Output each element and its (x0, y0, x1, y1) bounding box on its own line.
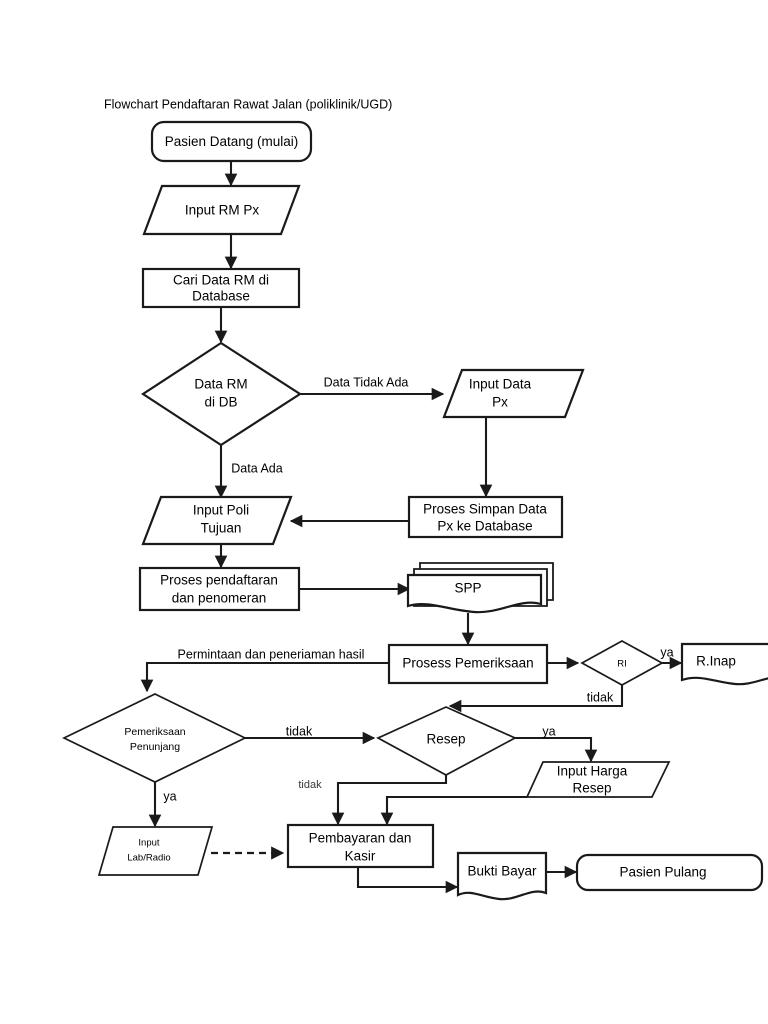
node-input-rm[interactable]: Input RM Px (142, 184, 301, 236)
node-input-poli-label-line1: Input Poli (193, 503, 249, 518)
node-pemeriksaan-penunjang[interactable]: Pemeriksaan Penunjang (62, 693, 247, 783)
page-title: Flowchart Pendaftaran Rawat Jalan (polik… (104, 97, 392, 111)
node-pasien-pulang[interactable]: Pasien Pulang (575, 853, 764, 892)
edge-label-ri-ya: ya (660, 645, 673, 659)
edge-label-penunjang-tidak: tidak (286, 724, 313, 738)
node-r-inap[interactable]: R.Inap (680, 642, 768, 686)
node-input-poli[interactable]: Input Poli Tujuan (141, 495, 293, 546)
node-input-harga-resep-label-line2: Resep (572, 781, 611, 796)
node-input-data-px-shape (442, 368, 585, 419)
node-proses-pendaftaran[interactable]: Proses pendaftaran dan penomeran (138, 566, 301, 612)
node-start-shape (150, 120, 313, 163)
node-input-data-px[interactable]: Input Data Px (442, 368, 585, 419)
node-proses-simpan-label-line1: Proses Simpan Data (423, 502, 547, 517)
node-proses-simpan[interactable]: Proses Simpan Data Px ke Database (407, 495, 564, 539)
node-data-rm-db-shape (140, 341, 303, 447)
node-spp-label: SPP (454, 581, 481, 596)
node-input-data-px-label-line2: Px (492, 395, 508, 410)
connector-pembayaran-to-bukti (356, 867, 459, 894)
node-input-harga-resep[interactable]: Input Harga Resep (525, 761, 671, 798)
node-input-harga-resep-shape (525, 761, 671, 798)
node-pemeriksaan-penunjang-shape (62, 693, 247, 783)
node-spp-shape (406, 573, 543, 614)
node-input-lab-radio[interactable]: Input Lab/Radio (97, 826, 214, 876)
node-pembayaran-label-line1: Pembayaran dan (309, 831, 412, 846)
connector-penunjang-feedback-line (140, 661, 388, 693)
edge-label-data-ada: Data Ada (231, 461, 282, 475)
edge-label-ri-tidak: tidak (587, 690, 614, 704)
node-start[interactable]: Pasien Datang (mulai) (150, 120, 313, 163)
node-cari-data-label-line2: Database (192, 289, 250, 304)
node-bukti-bayar-shape (456, 851, 548, 901)
node-pemeriksaan-penunjang-label-line1: Pemeriksaan (124, 726, 185, 738)
node-cari-data-label-line1: Cari Data RM di (173, 273, 269, 288)
node-prosess-pemeriksaan[interactable]: Prosess Pemeriksaan (387, 643, 549, 685)
node-ri-shape (580, 640, 664, 686)
node-ri[interactable]: RI (580, 640, 664, 686)
node-input-lab-radio-shape (97, 826, 214, 876)
node-prosess-pemeriksaan-label: Prosess Pemeriksaan (402, 656, 533, 671)
edge-label-data-tidak-ada: Data Tidak Ada (324, 375, 409, 389)
node-input-harga-resep-label-line1: Input Harga (557, 764, 628, 779)
node-data-rm-db-label-line2: di DB (204, 395, 237, 410)
node-start-label: Pasien Datang (mulai) (165, 134, 299, 149)
node-cari-data[interactable]: Cari Data RM di Database (141, 267, 301, 309)
node-r-inap-label: R.Inap (696, 654, 736, 669)
node-pembayaran-shape (286, 823, 435, 869)
edge-label-layer: Data Tidak Ada Data Ada Permintaan dan p… (163, 375, 673, 803)
node-proses-simpan-label-line2: Px ke Database (437, 519, 532, 534)
connector-harga-to-pembayaran (380, 795, 527, 826)
node-resep-label: Resep (426, 732, 465, 747)
edge-label-permintaan-hasil: Permintaan dan peneriaman hasil (178, 647, 365, 661)
node-input-rm-shape (142, 184, 301, 236)
node-input-poli-label-line2: Tujuan (201, 521, 242, 536)
node-proses-pendaftaran-label-line2: dan penomeran (172, 591, 267, 606)
node-data-rm-db-label-line1: Data RM (194, 377, 247, 392)
node-spp[interactable]: SPP (406, 562, 554, 614)
node-ri-label: RI (617, 659, 627, 670)
node-pasien-pulang-label: Pasien Pulang (619, 865, 706, 880)
node-input-data-px-label-line1: Input Data (469, 377, 532, 392)
node-pembayaran[interactable]: Pembayaran dan Kasir (286, 823, 435, 869)
node-input-lab-radio-label-line1: Input (138, 838, 159, 849)
connector-resep-ya-to-harga (515, 736, 598, 763)
node-input-lab-radio-label-line2: Lab/Radio (127, 853, 170, 864)
connector-layer (140, 161, 683, 894)
node-prosess-pemeriksaan-shape (387, 643, 549, 685)
node-bukti-bayar[interactable]: Bukti Bayar (456, 851, 548, 901)
node-proses-simpan-shape (407, 495, 564, 539)
edge-label-resep-ya: ya (542, 724, 555, 738)
node-bukti-bayar-label: Bukti Bayar (467, 864, 537, 879)
node-input-poli-shape (141, 495, 293, 546)
node-proses-pendaftaran-shape (138, 566, 301, 612)
connector-ri-tidak-to-resep (448, 685, 624, 713)
edge-label-penunjang-ya: ya (163, 789, 176, 803)
node-data-rm-db[interactable]: Data RM di DB (140, 341, 303, 447)
node-proses-pendaftaran-label-line1: Proses pendaftaran (160, 573, 278, 588)
node-resep-shape (376, 706, 517, 776)
connector-resep-tidak-to-pembayaran (331, 775, 448, 826)
node-pembayaran-label-line2: Kasir (345, 849, 376, 864)
edge-label-resep-tidak: tidak (298, 779, 322, 791)
node-cari-data-shape (141, 267, 301, 309)
node-r-inap-shape (680, 642, 768, 686)
node-resep[interactable]: Resep (376, 706, 517, 776)
node-input-rm-label: Input RM Px (185, 203, 260, 218)
node-pemeriksaan-penunjang-label-line2: Penunjang (130, 741, 180, 753)
node-pasien-pulang-shape (575, 853, 764, 892)
